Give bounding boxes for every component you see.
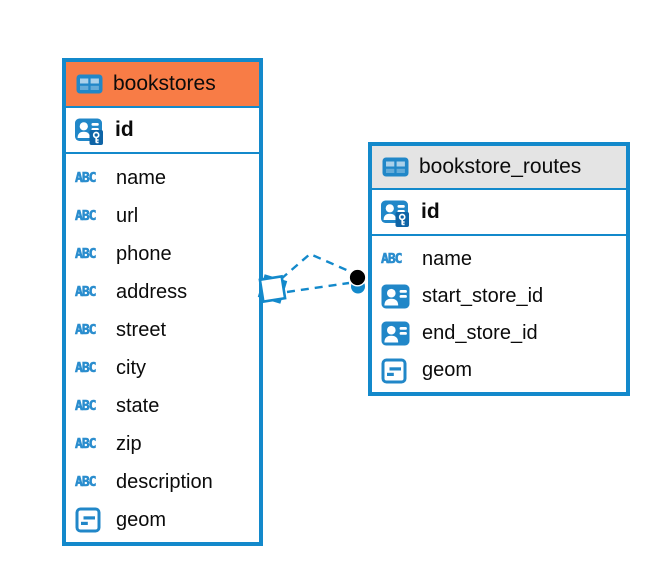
column-row-id[interactable]: id bbox=[66, 108, 259, 154]
column-row-end-store-id[interactable]: end_store_id bbox=[372, 315, 626, 352]
column-row-start-store-id[interactable]: start_store_id bbox=[372, 278, 626, 315]
column-row-geom[interactable]: geom bbox=[372, 352, 626, 389]
text-abc-icon: ABC bbox=[75, 170, 97, 186]
primary-key-label: id bbox=[115, 118, 134, 141]
text-abc-icon: ABC bbox=[75, 360, 97, 376]
table-bookstores[interactable]: bookstores id ABC name bbox=[62, 58, 263, 546]
table-title: bookstores bbox=[113, 72, 216, 95]
text-abc-icon: ABC bbox=[75, 474, 97, 490]
column-row-phone[interactable]: ABC phone bbox=[75, 242, 172, 265]
primary-key-label: id bbox=[421, 200, 440, 223]
text-abc-icon: ABC bbox=[381, 252, 403, 268]
person-reference-icon bbox=[381, 284, 414, 309]
person-key-icon bbox=[380, 197, 413, 228]
text-abc-icon: ABC bbox=[75, 436, 97, 452]
relation-dot-icon bbox=[348, 268, 367, 294]
column-row-name[interactable]: ABC name bbox=[75, 166, 167, 189]
table-icon bbox=[76, 74, 104, 94]
geometry-icon bbox=[381, 358, 414, 384]
person-reference-icon bbox=[381, 321, 414, 346]
column-row-state[interactable]: ABC state bbox=[75, 394, 160, 417]
text-abc-icon: ABC bbox=[75, 284, 97, 300]
person-key-icon bbox=[74, 115, 107, 146]
geometry-icon bbox=[75, 507, 108, 533]
text-abc-icon: ABC bbox=[75, 246, 97, 262]
table-bookstore-routes-header[interactable]: bookstore_routes bbox=[372, 146, 626, 190]
relation-line-upper bbox=[280, 252, 352, 280]
text-abc-icon: ABC bbox=[75, 208, 97, 224]
relation-line-lower bbox=[286, 281, 350, 294]
text-abc-icon: ABC bbox=[75, 398, 97, 414]
table-title: bookstore_routes bbox=[419, 155, 582, 178]
column-row-city[interactable]: ABC city bbox=[75, 356, 146, 379]
table-bookstores-header[interactable]: bookstores bbox=[66, 62, 259, 108]
table-bookstore-routes[interactable]: bookstore_routes id ABC name bbox=[368, 142, 630, 396]
column-row-geom[interactable]: geom bbox=[66, 501, 259, 539]
text-abc-icon: ABC bbox=[75, 322, 97, 338]
columns-list: ABC name ABC url ABC phone ABC address A… bbox=[66, 154, 259, 542]
column-row-id[interactable]: id bbox=[372, 190, 626, 236]
column-row-url[interactable]: ABC url bbox=[75, 204, 139, 227]
columns-list: ABC name start_store_id bbox=[372, 236, 626, 392]
column-row-address[interactable]: ABC address bbox=[75, 280, 188, 303]
relation-diamond-icon bbox=[257, 274, 288, 304]
table-icon bbox=[382, 157, 410, 177]
column-row-description[interactable]: ABC description bbox=[75, 470, 213, 493]
column-row-zip[interactable]: ABC zip bbox=[75, 432, 142, 455]
column-row-street[interactable]: ABC street bbox=[75, 318, 167, 341]
column-row-name[interactable]: ABC name bbox=[381, 248, 473, 270]
